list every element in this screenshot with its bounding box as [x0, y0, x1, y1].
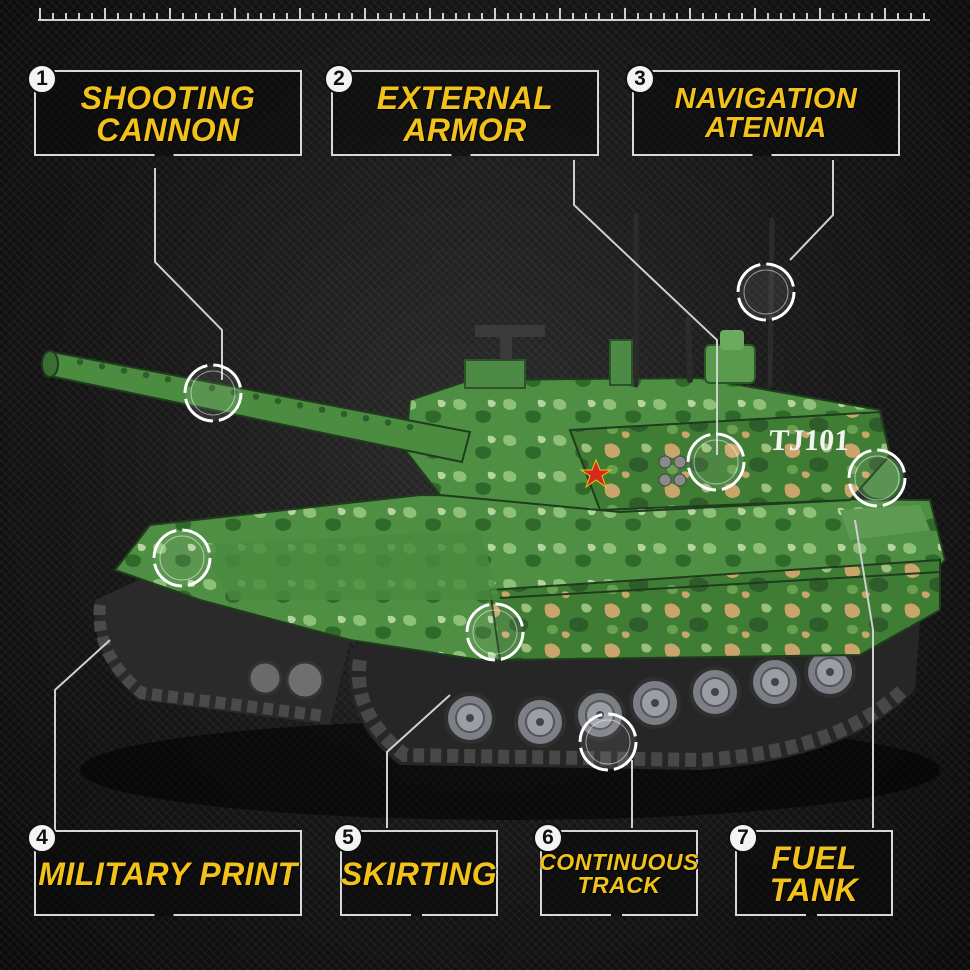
callout-number-badge: 1	[27, 64, 57, 94]
top-ruler-decoration	[38, 8, 930, 21]
antennas	[633, 212, 775, 388]
callout-label: SHOOTING CANNON	[80, 80, 256, 148]
road-wheel	[804, 646, 856, 698]
target-ring-marker	[847, 448, 907, 508]
callout-navigation-antenna: NAVIGATION ATENNA	[632, 70, 900, 156]
callout-label: NAVIGATION ATENNA	[674, 83, 858, 144]
tank-turret	[403, 325, 892, 514]
road-wheel	[629, 677, 681, 729]
target-ring-marker	[465, 602, 525, 662]
callout-label: EXTERNAL ARMOR	[376, 80, 554, 148]
tank-hull	[113, 454, 947, 662]
callout-number-badge: 7	[728, 823, 758, 853]
callout-skirting: SKIRTING	[340, 830, 498, 916]
road-wheel	[689, 666, 741, 718]
callout-shooting-cannon: SHOOTING CANNON	[34, 70, 302, 156]
road-wheel	[444, 692, 496, 744]
target-ring-marker	[152, 528, 212, 588]
callout-number-badge: 5	[333, 823, 363, 853]
callout-number-badge: 3	[625, 64, 655, 94]
target-ring-marker	[736, 262, 796, 322]
hull-marking: TJ101	[768, 424, 850, 457]
leader-lines	[54, 160, 874, 830]
road-wheels	[444, 646, 856, 748]
callout-label: CONTINUOUS TRACK	[539, 832, 699, 916]
callout-number-badge: 6	[533, 823, 563, 853]
callout-military-print: MILITARY PRINT	[34, 830, 302, 916]
callout-label: FUEL TANK	[769, 840, 859, 908]
road-wheel	[749, 656, 801, 708]
callout-continuous-track: CONTINUOUS TRACK	[539, 830, 699, 916]
callout-number-badge: 4	[27, 823, 57, 853]
callout-external-armor: EXTERNAL ARMOR	[331, 70, 599, 156]
callout-label: SKIRTING	[340, 856, 498, 892]
callout-label: MILITARY PRINT	[38, 856, 298, 892]
callout-number-badge: 2	[324, 64, 354, 94]
callout-label-line2: TRACK	[577, 872, 661, 898]
main-cannon	[41, 350, 472, 464]
left-track-assembly	[93, 575, 350, 725]
target-rings	[152, 262, 907, 772]
callout-label-line1: CONTINUOUS	[539, 849, 699, 875]
target-ring-marker	[686, 432, 746, 492]
callout-fuel-tank: FUEL TANK	[735, 830, 893, 916]
road-wheel	[514, 696, 566, 748]
target-ring-marker	[183, 363, 243, 423]
target-ring-marker	[578, 712, 638, 772]
